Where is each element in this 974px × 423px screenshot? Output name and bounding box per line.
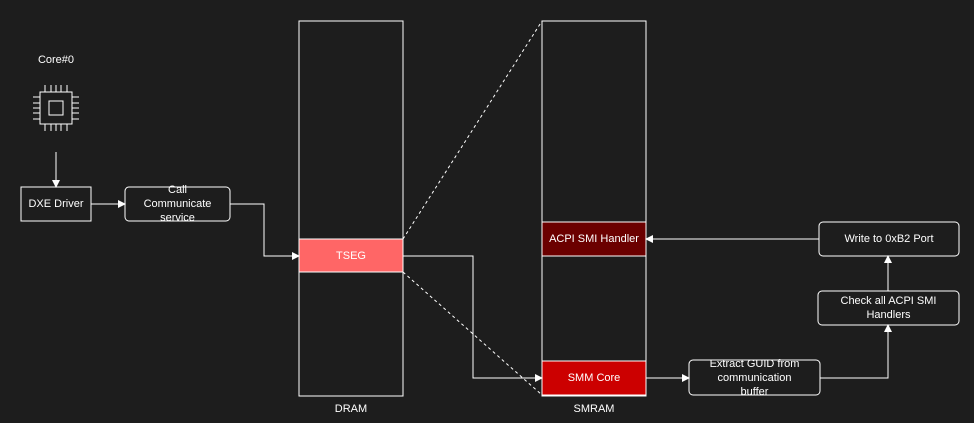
write-port-label: Write to 0xB2 Port bbox=[844, 233, 934, 245]
tseg-region bbox=[298, 238, 404, 273]
extract-guid-label: Extract GUID from communication buffer bbox=[709, 357, 800, 398]
acpi-smi-handler-label: ACPI SMI Handler bbox=[549, 233, 639, 245]
smm-core-region bbox=[541, 360, 647, 396]
dram-column bbox=[298, 20, 404, 397]
zoom-line-top bbox=[402, 20, 543, 240]
arrow-call-to-tseg bbox=[230, 203, 300, 260]
arrow-extract-to-check bbox=[820, 324, 892, 379]
smm-core-label: SMM Core bbox=[567, 372, 621, 384]
smram-label: SMRAM bbox=[573, 403, 615, 415]
check-handlers-label: Check all ACPI SMI Handlers bbox=[840, 295, 937, 321]
smram-column bbox=[541, 20, 647, 397]
call-communicate-label: Call Communicate service bbox=[143, 184, 212, 224]
dxe-driver-label: DXE Driver bbox=[28, 198, 84, 210]
cpu-chip-icon bbox=[33, 85, 79, 131]
arrow-tseg-to-smmcore bbox=[403, 255, 543, 382]
dram-label: DRAM bbox=[334, 403, 368, 415]
acpi-smi-handler-region bbox=[541, 221, 647, 257]
core-label: Core#0 bbox=[37, 54, 75, 66]
tseg-label: TSEG bbox=[336, 249, 366, 262]
